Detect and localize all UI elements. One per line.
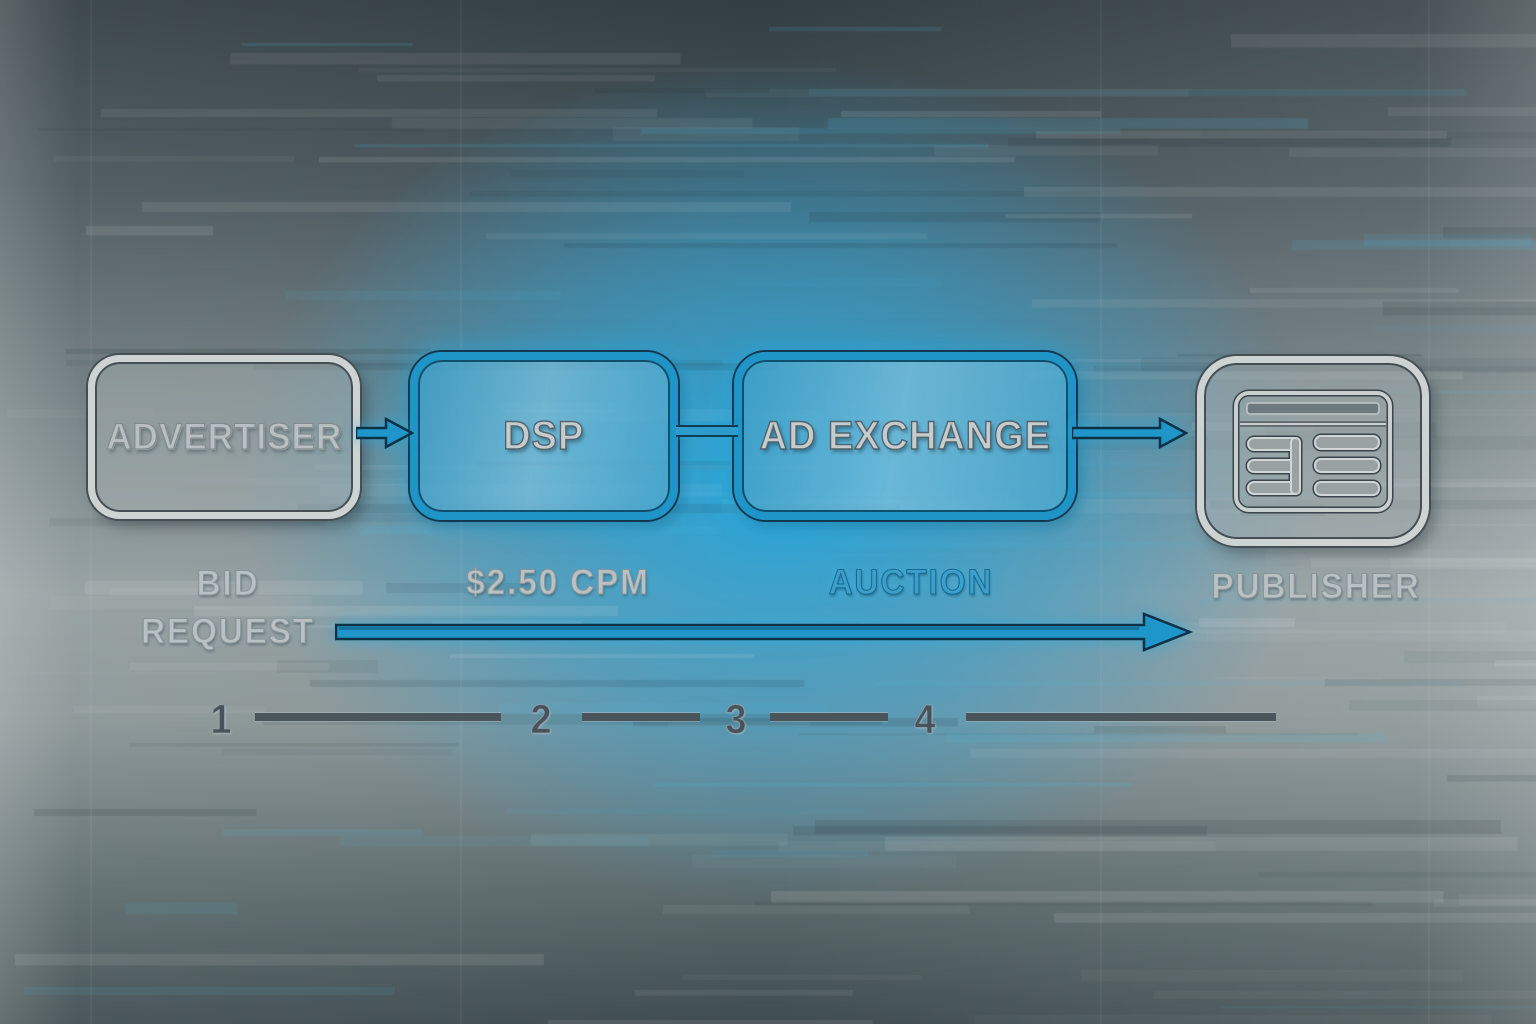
bid-request-caption: BID REQUEST — [114, 560, 342, 656]
bid-request-line1: BID — [196, 563, 260, 603]
timeline-segment-1 — [255, 713, 501, 721]
timeline-segment-3 — [770, 713, 888, 721]
auction-caption: AUCTION — [828, 562, 994, 602]
timeline-step-4: 4 — [914, 696, 936, 743]
advertiser-node: ADVERTISER — [88, 355, 360, 519]
advertiser-label: ADVERTISER — [105, 415, 343, 457]
cpm-caption: $2.50 CPM — [466, 562, 650, 602]
arrow-advertiser-to-dsp-icon — [356, 416, 414, 450]
browser-window-icon — [1232, 389, 1394, 513]
bid-request-line2: REQUEST — [140, 611, 316, 651]
ad-exchange-node: AD EXCHANGE — [734, 352, 1076, 520]
timeline-segment-2 — [582, 713, 700, 721]
timeline-step-3: 3 — [725, 696, 747, 743]
arrow-adexchange-to-publisher-icon — [1072, 416, 1188, 450]
publisher-node — [1197, 356, 1429, 546]
publisher-caption: PUBLISHER — [1211, 566, 1421, 606]
bid-request-flow-arrow-icon — [335, 612, 1193, 652]
timeline-step-1: 1 — [210, 696, 232, 743]
dsp-label: DSP — [503, 413, 585, 458]
timeline-step-2: 2 — [530, 696, 552, 743]
ad-exchange-label: AD EXCHANGE — [759, 413, 1051, 458]
timeline-segment-4 — [966, 713, 1276, 721]
connector-dsp-to-adexchange — [676, 427, 738, 435]
dsp-node: DSP — [410, 352, 678, 520]
